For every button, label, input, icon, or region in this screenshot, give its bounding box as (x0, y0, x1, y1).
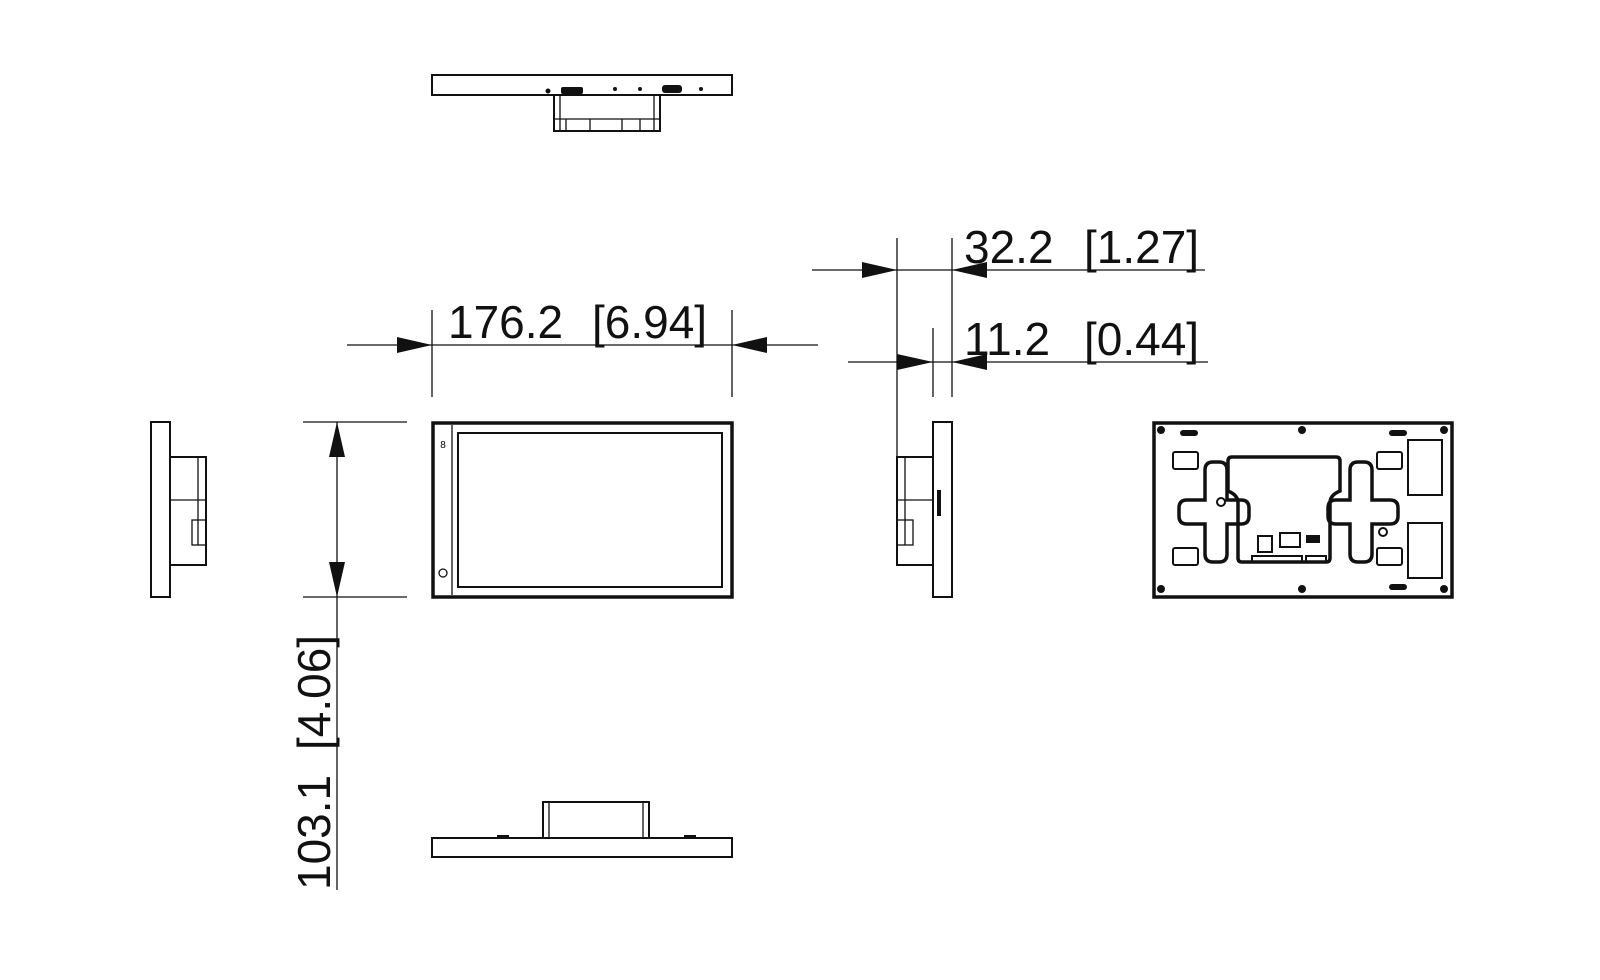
depth-panel-in-label: [0.44] (1084, 313, 1199, 365)
width-in-label: [6.94] (592, 296, 707, 348)
width-mm-label: 176.2 (448, 296, 563, 348)
left-side-view (150, 421, 207, 598)
depth-total-in-label: [1.27] (1084, 221, 1199, 273)
front-view: 8 (431, 421, 734, 599)
height-dimension: 103.1 [4.06] (288, 421, 407, 890)
depth-total-mm-label: 32.2 (964, 221, 1054, 273)
depth-panel-mm-label: 11.2 (964, 313, 1050, 365)
height-mm-label: 103.1 (288, 775, 340, 890)
width-dimension: 176.2 [6.94] (347, 296, 818, 397)
front-mark: 8 (440, 440, 446, 451)
right-side-view (896, 421, 953, 598)
top-view (431, 74, 733, 132)
bottom-view (431, 801, 733, 858)
depth-dimensions: 32.2 [1.27] 11.2 [0.44] (812, 221, 1208, 545)
height-in-label: [4.06] (288, 635, 340, 750)
back-view (1152, 421, 1454, 599)
